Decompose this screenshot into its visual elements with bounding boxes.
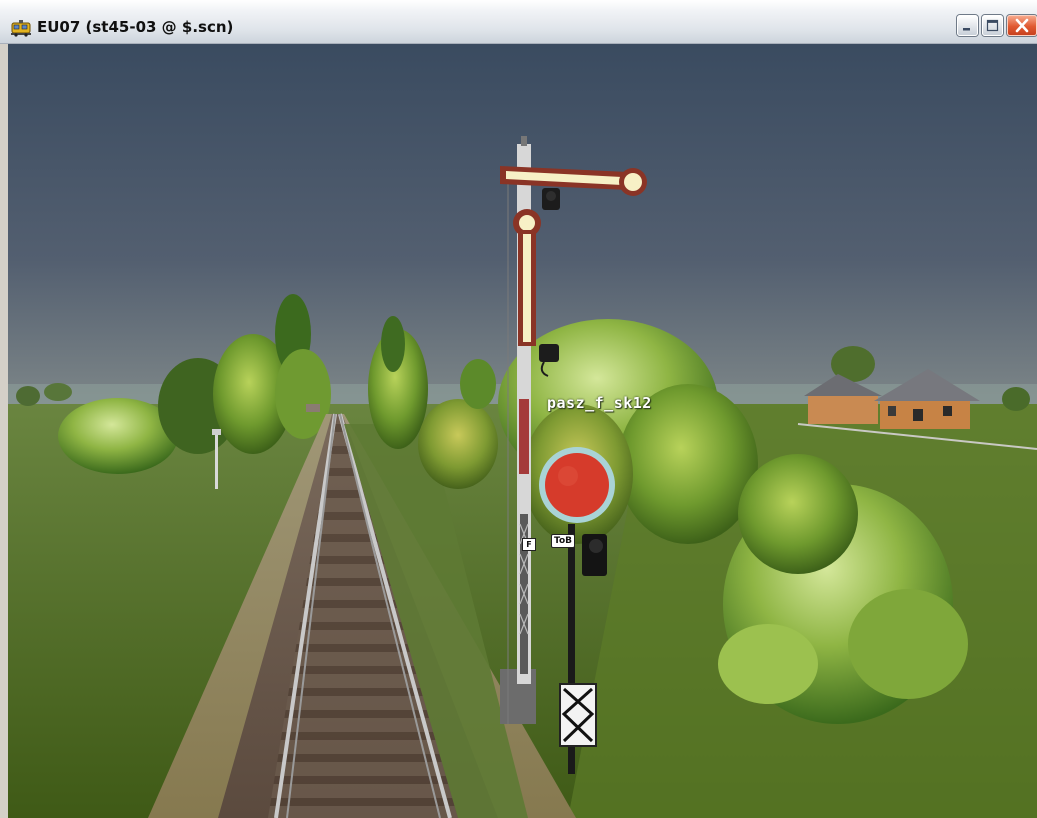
houses bbox=[797, 346, 1037, 450]
semaphore-signal bbox=[500, 136, 647, 724]
rail-scene bbox=[8, 44, 1037, 818]
maximize-icon bbox=[986, 19, 999, 32]
distant-signal bbox=[539, 447, 615, 774]
minimize-icon bbox=[963, 28, 970, 31]
bush-right bbox=[718, 454, 968, 724]
window-title: EU07 (st45-03 @ $.scn) bbox=[37, 18, 234, 36]
minimize-button[interactable] bbox=[957, 15, 978, 36]
close-icon bbox=[1015, 18, 1029, 33]
signal-name-label: pasz_f_sk12 bbox=[547, 394, 652, 412]
locomotive-icon[interactable] bbox=[11, 19, 31, 37]
game-viewport[interactable]: pasz_f_sk12 F ToB bbox=[8, 44, 1037, 818]
tree-line-left bbox=[16, 294, 331, 489]
title-bar[interactable]: EU07 (st45-03 @ $.scn) bbox=[0, 0, 1037, 44]
signal-plate-tob: ToB bbox=[551, 534, 575, 548]
maximize-button[interactable] bbox=[982, 15, 1003, 36]
close-button[interactable] bbox=[1007, 15, 1037, 36]
signal-plate-f: F bbox=[522, 538, 536, 551]
